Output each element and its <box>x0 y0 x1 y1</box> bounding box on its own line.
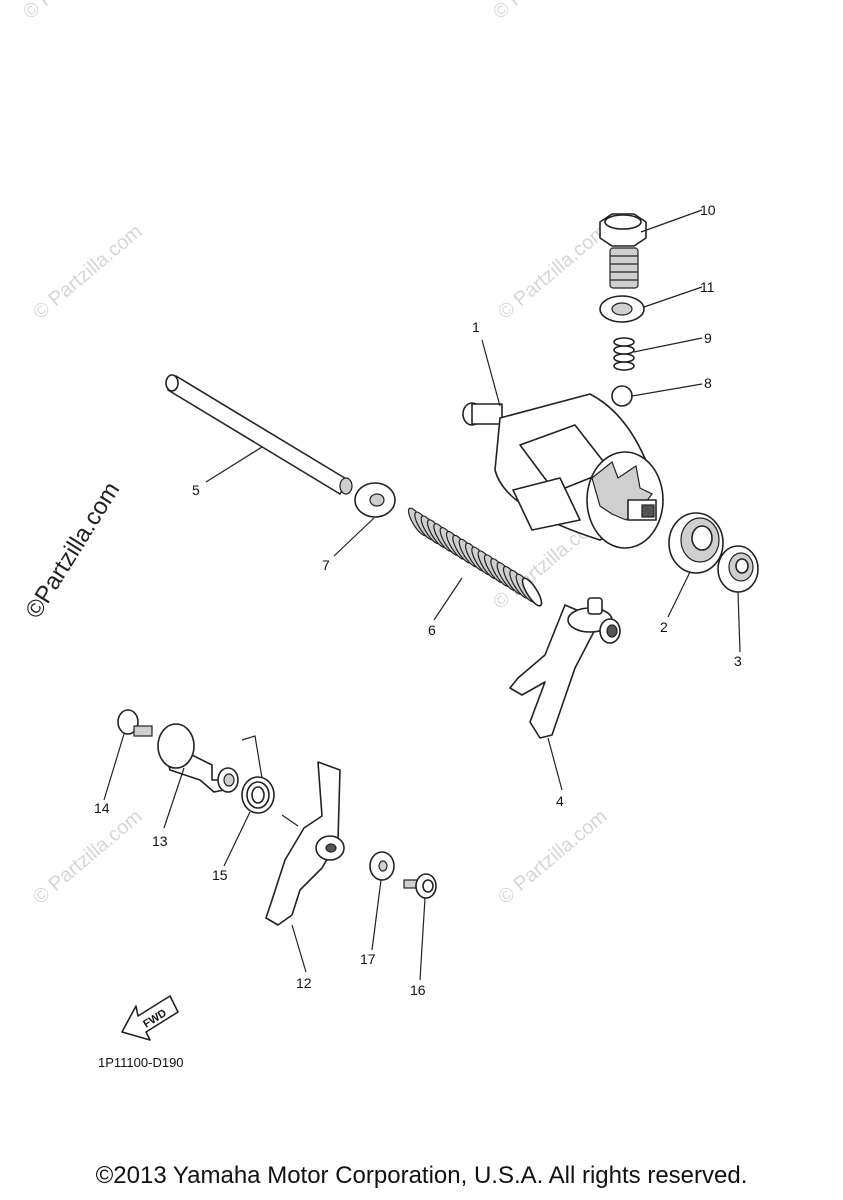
callouts: 10 11 9 8 1 5 7 6 2 3 4 14 13 15 12 17 1… <box>94 202 742 998</box>
spring-coil <box>521 577 543 607</box>
callout-12: 12 <box>296 975 312 991</box>
callout-1: 1 <box>472 319 480 335</box>
callout-6: 6 <box>428 622 436 638</box>
callout-17: 17 <box>360 951 376 967</box>
callout-11: 11 <box>700 279 715 295</box>
copyright-notice: ©2013 Yamaha Motor Corporation, U.S.A. A… <box>95 1162 748 1189</box>
part-washer-7 <box>354 482 396 518</box>
watermark-3: © Partzilla.com <box>29 805 146 908</box>
callout-2: 2 <box>660 619 668 635</box>
watermark-1: © Partzilla.com <box>29 220 146 323</box>
callout-15: 15 <box>212 867 228 883</box>
diagram-code: 1P11100-D190 <box>98 1055 184 1070</box>
fwd-arrow-icon: FWD <box>121 995 179 1041</box>
part-shift-fork-4 <box>509 597 621 739</box>
part-screw-14 <box>117 709 153 737</box>
part-shaft-5 <box>165 374 353 495</box>
callout-3: 3 <box>734 653 742 669</box>
part-collar-13 <box>157 723 239 793</box>
part-bearing-2 <box>668 512 724 574</box>
callout-9: 9 <box>704 330 712 346</box>
part-torsion-spring-15 <box>241 735 275 814</box>
watermark-4: © Partzilla.com <box>494 805 611 908</box>
watermark-5: © Partzilla.com <box>19 0 136 24</box>
part-ball-8 <box>611 385 633 407</box>
callout-4: 4 <box>556 793 564 809</box>
callout-5: 5 <box>192 482 200 498</box>
callout-7: 7 <box>322 557 330 573</box>
part-washer-11 <box>599 295 645 323</box>
callout-13: 13 <box>152 833 168 849</box>
callout-8: 8 <box>704 375 712 391</box>
leader-lines <box>103 209 741 981</box>
parts-diagram: © Partzilla.com © Partzilla.com © Partzi… <box>19 0 759 1070</box>
watermark-side: ©Partzilla.com <box>20 477 125 623</box>
callout-16: 16 <box>410 982 426 998</box>
callout-14: 14 <box>94 800 110 816</box>
watermark-6: © Partzilla.com <box>489 0 606 24</box>
part-spring-9 <box>613 337 635 371</box>
part-stopper-lever-12 <box>265 761 345 926</box>
callout-10: 10 <box>700 202 716 218</box>
watermark-2: © Partzilla.com <box>494 220 611 323</box>
part-bolt-16 <box>403 873 437 899</box>
part-shift-drum-1 <box>462 393 664 549</box>
part-spring-6 <box>407 507 543 607</box>
part-bolt-10 <box>599 213 647 289</box>
part-washer-17 <box>369 851 395 881</box>
part-seal-3 <box>717 545 759 593</box>
